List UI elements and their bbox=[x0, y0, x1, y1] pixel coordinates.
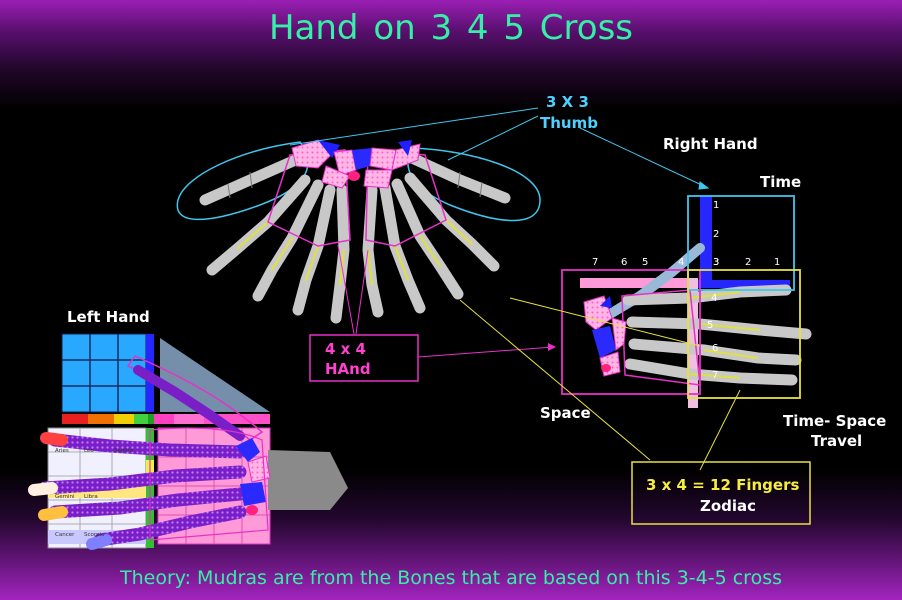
right-cross-diagram bbox=[561, 195, 812, 408]
space-box bbox=[561, 269, 701, 395]
zodiac-leo: Leo bbox=[84, 448, 94, 454]
zodiac-scorpio: Scorpio bbox=[84, 532, 105, 538]
column-number-4: 4 bbox=[711, 293, 718, 304]
zodiac-sagitta: Sagitta bbox=[114, 448, 134, 454]
space-label: Space bbox=[540, 404, 591, 422]
top-number-5: 5 bbox=[642, 257, 649, 268]
thumb-label-line1: 3 X 3 bbox=[546, 93, 589, 111]
thumb-label-line2: Thumb bbox=[540, 114, 598, 132]
left-cross-diagram bbox=[28, 333, 348, 550]
zodiac-gemini: Gemini bbox=[55, 494, 75, 500]
top-number-6: 6 bbox=[621, 257, 628, 268]
column-number-6: 6 bbox=[712, 343, 719, 354]
zodiac-libra: Libra bbox=[84, 494, 98, 500]
time-box bbox=[687, 195, 795, 291]
top-number-2: 2 bbox=[745, 257, 752, 268]
fingers-label-line1: 3 x 4 = 12 Fingers bbox=[646, 476, 800, 494]
fingers-label-line2: Zodiac bbox=[700, 497, 757, 515]
top-number-7: 7 bbox=[592, 257, 599, 268]
fingers-callout-box bbox=[631, 461, 811, 525]
column-number-5: 5 bbox=[707, 320, 714, 331]
top-number-1: 1 bbox=[774, 257, 781, 268]
hand-label-line1: 4 x 4 bbox=[325, 340, 366, 358]
zodiac-cancer: Cancer bbox=[55, 532, 75, 538]
top-hands-illustration bbox=[176, 139, 541, 324]
left-hand-label: Left Hand bbox=[67, 308, 150, 326]
right-hand-label: Right Hand bbox=[663, 135, 758, 153]
time-space-label-line1: Time- Space bbox=[783, 412, 887, 430]
hand-callout-box bbox=[309, 334, 419, 382]
zodiac-aries: Aries bbox=[55, 448, 69, 454]
hand-label-line2: HAnd bbox=[325, 360, 371, 378]
top-number-3: 3 bbox=[713, 257, 720, 268]
column-number-2: 2 bbox=[713, 229, 720, 240]
column-number-1: 1 bbox=[713, 200, 720, 211]
time-space-label-line2: Travel bbox=[811, 432, 863, 450]
time-label: Time bbox=[760, 173, 802, 191]
slide-title: Hand on 3 4 5 Cross bbox=[268, 8, 634, 48]
column-number-3: 3 bbox=[713, 257, 720, 268]
time-space-box bbox=[687, 269, 801, 399]
column-number-7: 7 bbox=[712, 370, 719, 381]
top-number-4: 4 bbox=[678, 257, 685, 268]
footer-caption: Theory: Mudras are from the Bones that a… bbox=[119, 567, 782, 589]
thumb-callout-lines bbox=[289, 107, 710, 190]
callout-lines bbox=[337, 244, 741, 471]
